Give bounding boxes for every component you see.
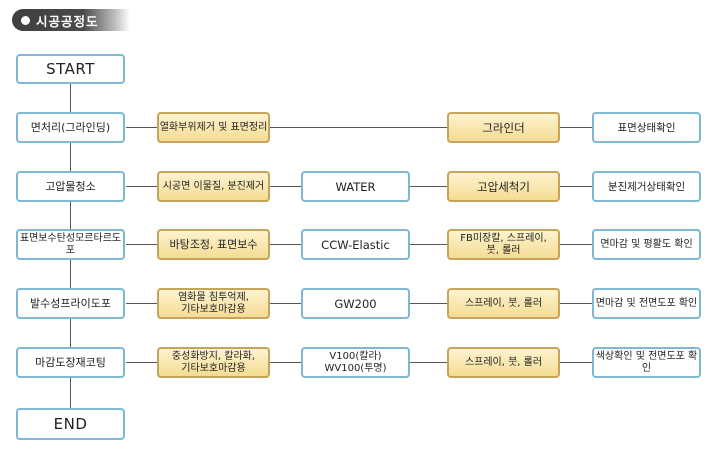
step-node-1: 면처리(그라인딩) <box>16 112 125 143</box>
check-node-2: 분진제거상태확인 <box>592 171 701 202</box>
task-node-2: 시공면 이물질, 분진제거 <box>157 171 270 202</box>
material-node-2: WATER <box>301 171 410 202</box>
step-node-5: 마감도장재코팅 <box>16 347 125 378</box>
material-node-5: V100(칼라) WV100(투명) <box>301 347 410 378</box>
tool-node-5: 스프레이, 붓, 롤러 <box>447 347 560 378</box>
task-node-1: 열화부위제거 및 표면정리 <box>157 112 270 143</box>
material-node-4: GW200 <box>301 288 410 319</box>
check-node-1: 표면상태확인 <box>592 112 701 143</box>
task-node-3: 바탕조정, 표면보수 <box>157 229 270 260</box>
tool-node-1: 그라인더 <box>447 112 560 143</box>
step-node-3: 표면보수탄성모르타르도포 <box>16 229 125 260</box>
step-node-4: 발수성프라이도포 <box>16 288 125 319</box>
task-node-4: 염화물 침투억제, 기타보호마감용 <box>157 288 270 319</box>
material-node-3: CCW-Elastic <box>301 229 410 260</box>
section-title: 시공공정도 <box>36 13 99 29</box>
section-title-tab: 시공공정도 <box>12 9 130 31</box>
tool-node-4: 스프레이, 붓, 롤러 <box>447 288 560 319</box>
bullet-icon <box>21 15 30 25</box>
check-node-3: 면마감 및 평활도 확인 <box>592 229 701 260</box>
check-node-4: 면마감 및 전면도포 확인 <box>592 288 701 319</box>
check-node-5: 색상확인 및 전면도포 확인 <box>592 347 701 378</box>
step-node-2: 고압물청소 <box>16 171 125 202</box>
end-node: END <box>16 408 125 440</box>
task-node-5: 중성화방지, 칼라화, 기타보호마감용 <box>157 347 270 378</box>
start-node: START <box>16 54 125 84</box>
tool-node-2: 고압세척기 <box>447 171 560 202</box>
tool-node-3: FB미장칼, 스프레이, 붓, 롤러 <box>447 229 560 260</box>
